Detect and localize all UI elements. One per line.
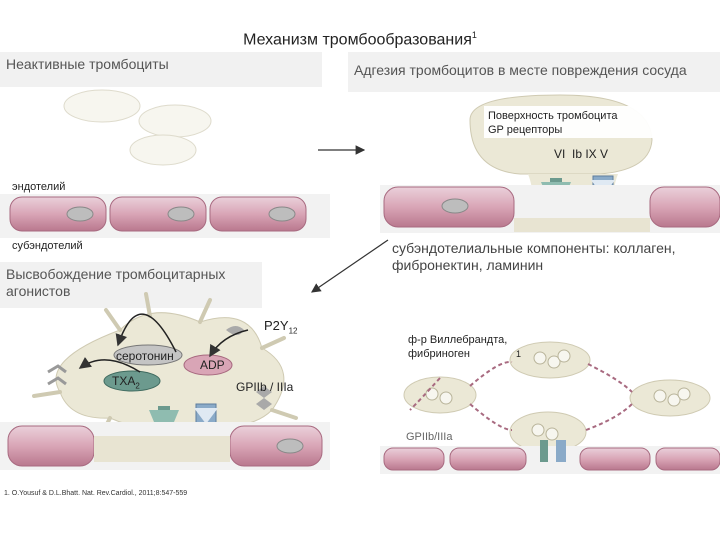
- reference-footnote: 1. O.Yousuf & D.L.Bhatt. Nat. Rev.Cardio…: [4, 490, 187, 497]
- gpiib-iiia-left-label: GPIIb / IIIa: [236, 380, 293, 394]
- vwf-fibrinogen-label: ф-р Виллебрандта, фибриноген: [408, 333, 548, 361]
- gp-receptors-label: GP рецепторы: [488, 124, 562, 136]
- arrow-down-left-icon: [312, 240, 388, 292]
- gpiib-iiia-right-label: GPIIb/IIIa: [406, 431, 452, 443]
- platelet-surface-label: Поверхность тромбоцита: [488, 110, 617, 122]
- marker-one: 1: [516, 349, 521, 359]
- subendothelium-label: субэндотелий: [12, 240, 83, 252]
- txa2-label: TXA2: [112, 374, 140, 390]
- endothelium-cells-panel-1: [0, 194, 330, 238]
- receptor-names-label: VI Ib IX V: [554, 147, 608, 161]
- serotonin-label: серотонин: [116, 349, 174, 363]
- subendothelial-components-label: субэндотелиальные компоненты: коллаген, …: [392, 240, 692, 274]
- p2y12-label: P2Y12: [264, 318, 297, 336]
- inactive-platelets: [64, 90, 211, 165]
- endothelium-label: эндотелий: [12, 181, 65, 193]
- endothelium-cells-panel-2: [380, 185, 720, 233]
- adp-label: ADP: [200, 358, 225, 372]
- endothelium-cells-panel-3: [0, 422, 330, 470]
